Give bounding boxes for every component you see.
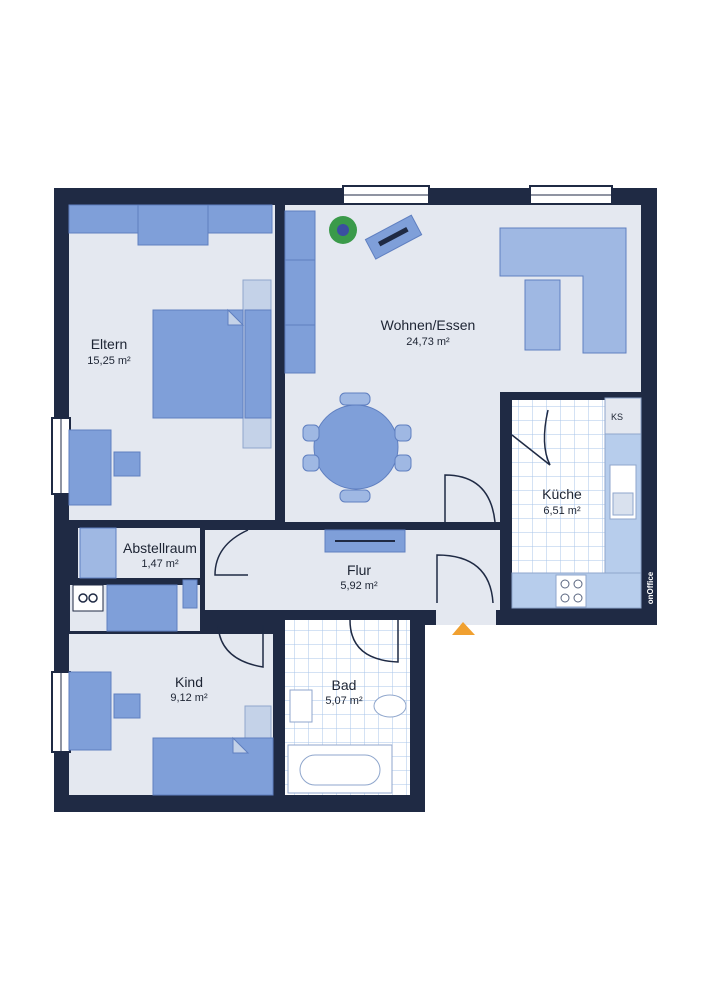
wall-eltern-right [275,205,285,525]
brand-logo-text: onOffice [646,571,655,604]
entrance-arrow-icon [452,622,475,635]
floor-entry [436,600,496,625]
eltern-furniture [68,204,273,506]
room-area-kind: 9,12 m² [170,692,208,704]
room-area-abstellraum: 1,47 m² [141,558,179,570]
room-area-kueche: 6,51 m² [543,505,581,517]
room-name-kueche: Küche [542,486,582,502]
room-name-flur: Flur [347,562,371,578]
room-name-bad: Bad [332,677,357,693]
wall-kueche-left [500,398,512,610]
wohnen-furniture [284,210,627,503]
room-name-eltern: Eltern [91,336,128,352]
kueche-fittings [511,397,642,609]
misc-furniture [68,527,406,796]
room-area-eltern: 15,25 m² [87,355,131,367]
wall-bad-top [273,610,410,620]
room-area-wohnen: 24,73 m² [406,336,450,348]
door-swings [214,409,551,668]
wall-kueche-top [500,392,641,400]
room-name-abstellraum: Abstellraum [123,540,197,556]
wall-abstell-top [69,520,219,528]
plant-icon [329,216,357,244]
room-area-flur: 5,92 m² [340,580,378,592]
room-name-kind: Kind [175,674,203,690]
wall-bad-left [273,610,285,810]
room-name-wohnen: Wohnen/Essen [381,317,476,333]
room-area-bad: 5,07 m² [325,695,363,707]
fridge-label: KS [611,412,623,422]
bad-fixtures [287,689,407,794]
